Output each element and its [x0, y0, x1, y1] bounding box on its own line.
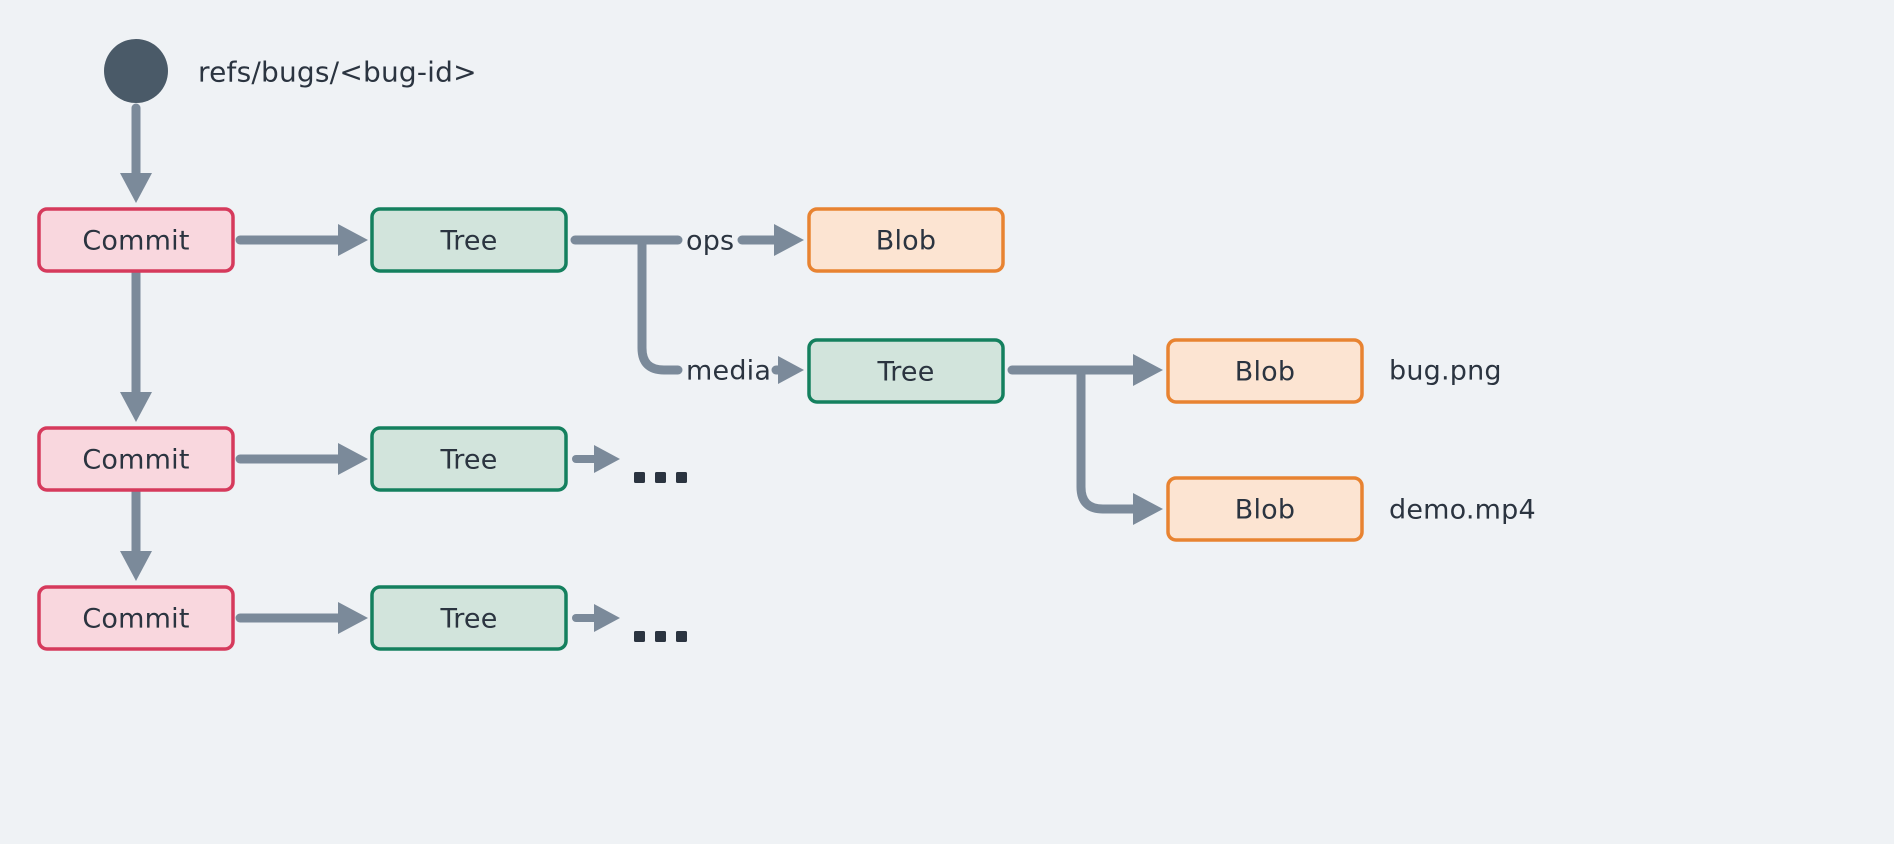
arrow-head-icon	[338, 602, 368, 634]
blob-node-demo-mp4[interactable]: Blob	[1166, 476, 1364, 542]
file-label-bug-png: bug.png	[1389, 356, 1502, 387]
tree-label: Tree	[876, 357, 934, 388]
edge-commit-2-to-tree-2	[235, 443, 368, 475]
blob-box	[1166, 338, 1364, 404]
arrow-head-icon	[338, 443, 368, 475]
tree-box	[370, 585, 568, 651]
edge-commit-1-to-commit-2	[120, 266, 152, 422]
ellipsis-tree-2	[634, 472, 687, 483]
arrow-head-icon	[1133, 354, 1163, 386]
blob-label: Blob	[1235, 495, 1295, 526]
commit-node-1[interactable]: Commit	[37, 207, 235, 273]
edge-tree-3-to-ellipsis	[572, 604, 620, 632]
edge-tree-media-to-blob-bugpng	[1007, 354, 1163, 386]
commit-label: Commit	[82, 445, 189, 476]
commit-box	[37, 426, 235, 492]
arrow-head-icon	[120, 173, 152, 203]
arrow-head-icon	[594, 604, 620, 632]
tree-node-3[interactable]: Tree	[370, 585, 568, 651]
edges-layer	[120, 103, 1163, 634]
commit-box	[37, 585, 235, 651]
blob-box	[807, 207, 1005, 273]
ref-dot-icon	[104, 39, 168, 103]
ref-pointer[interactable]: refs/bugs/<bug-id>	[104, 39, 477, 103]
arrow-head-icon	[120, 551, 152, 581]
edge-label-ops: ops	[686, 226, 734, 257]
arrow-head-icon	[338, 224, 368, 256]
blob-box	[1166, 476, 1364, 542]
commit-label: Commit	[82, 604, 189, 635]
tree-label: Tree	[439, 445, 497, 476]
edge-ref-to-commit-1	[120, 103, 152, 203]
tree-label: Tree	[439, 604, 497, 635]
tree-node-1[interactable]: Tree	[370, 207, 568, 273]
commit-node-3[interactable]: Commit	[37, 585, 235, 651]
blob-label: Blob	[876, 226, 936, 257]
edge-tree-1-to-media	[637, 239, 683, 375]
commit-box	[37, 207, 235, 273]
tree-node-media[interactable]: Tree	[807, 338, 1005, 404]
edge-label-media: media	[686, 356, 771, 387]
arrow-head-icon	[778, 356, 804, 384]
arrow-head-icon	[774, 224, 804, 256]
ref-label: refs/bugs/<bug-id>	[198, 56, 477, 89]
commit-label: Commit	[82, 226, 189, 257]
blob-node-ops[interactable]: Blob	[807, 207, 1005, 273]
edge-tree-media-to-blob-demomp4	[1076, 369, 1163, 525]
tree-label: Tree	[439, 226, 497, 257]
commit-node-2[interactable]: Commit	[37, 426, 235, 492]
ellipsis-tree-3	[634, 631, 687, 642]
arrow-head-icon	[120, 392, 152, 422]
tree-box	[370, 426, 568, 492]
arrow-head-icon	[594, 445, 620, 473]
edge-commit-1-to-tree-1	[235, 224, 368, 256]
blob-label: Blob	[1235, 357, 1295, 388]
edge-ops-to-blob	[737, 224, 804, 256]
edge-tree-2-to-ellipsis	[572, 445, 620, 473]
blob-node-bug-png[interactable]: Blob	[1166, 338, 1364, 404]
tree-box	[807, 338, 1005, 404]
edge-media-to-tree	[771, 356, 804, 384]
edge-commit-2-to-commit-3	[120, 485, 152, 581]
file-label-demo-mp4: demo.mp4	[1389, 495, 1536, 526]
arrow-head-icon	[1133, 493, 1163, 525]
tree-box	[370, 207, 568, 273]
edge-commit-3-to-tree-3	[235, 602, 368, 634]
tree-node-2[interactable]: Tree	[370, 426, 568, 492]
